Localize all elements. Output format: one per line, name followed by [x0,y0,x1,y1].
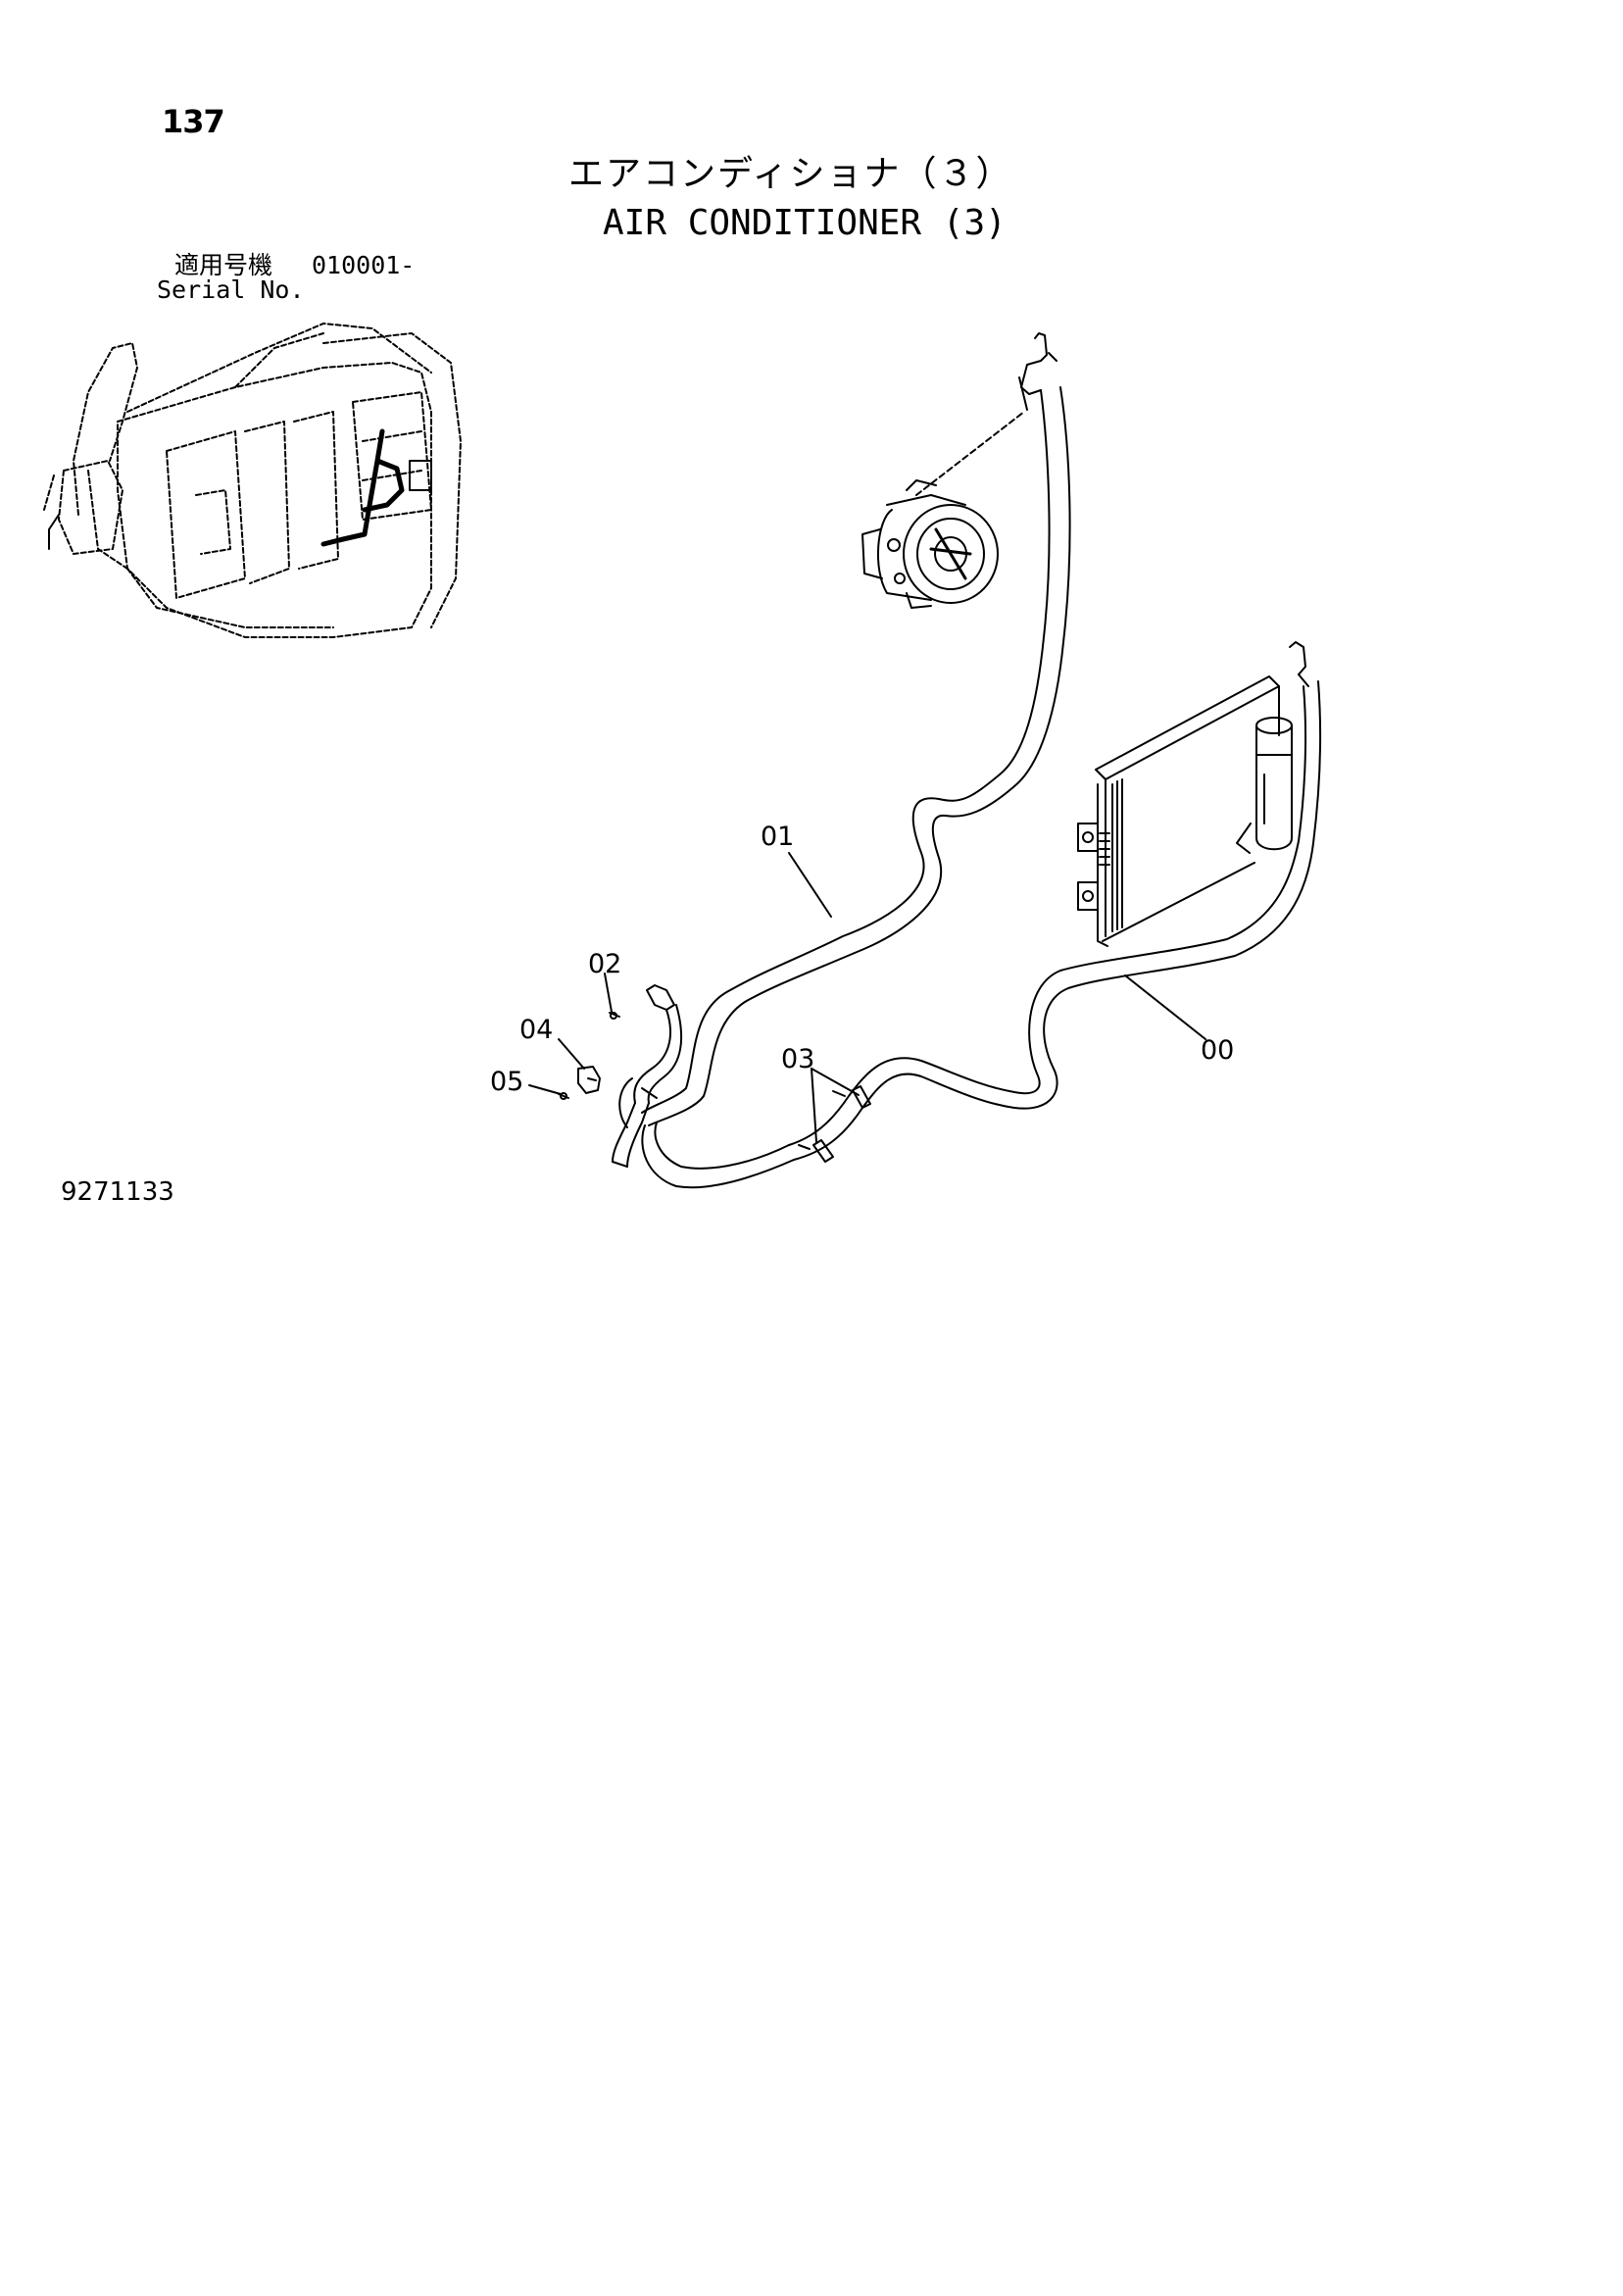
leader-00 [1124,974,1206,1040]
page-number: 137 [162,103,225,140]
serial-label-japanese: 適用号機 [174,251,273,279]
leader-03a [811,1068,860,1096]
clamps-03 [798,1085,871,1163]
callout-01: 01 [761,822,795,852]
compressor-leader-dashed [915,411,1025,496]
hose-01 [641,332,1071,1126]
leader-01 [788,852,832,918]
title-english: AIR CONDITIONER (3) [603,203,1007,243]
expansion-valve-fitting [612,984,683,1168]
callout-03: 03 [781,1044,815,1074]
hose-00 [641,641,1322,1189]
leader-03b [811,1068,817,1143]
condenser-illustration [1077,675,1293,947]
compressor-illustration [861,479,999,609]
title-japanese: エアコンディショナ（３） [568,154,1013,194]
small-parts [558,1012,620,1100]
leader-05 [528,1084,562,1095]
leader-lines [528,852,1206,1143]
serial-label-english: Serial No. [157,275,305,304]
callout-00: 00 [1201,1035,1235,1066]
leader-04 [558,1038,585,1070]
leader-02 [604,973,613,1013]
callout-05: 05 [490,1067,524,1097]
callout-04: 04 [519,1015,554,1045]
callout-02: 02 [588,949,622,979]
serial-range: 010001- [312,251,416,279]
overview-ac-route [320,428,405,547]
drawing-number: 9271133 [61,1177,174,1207]
